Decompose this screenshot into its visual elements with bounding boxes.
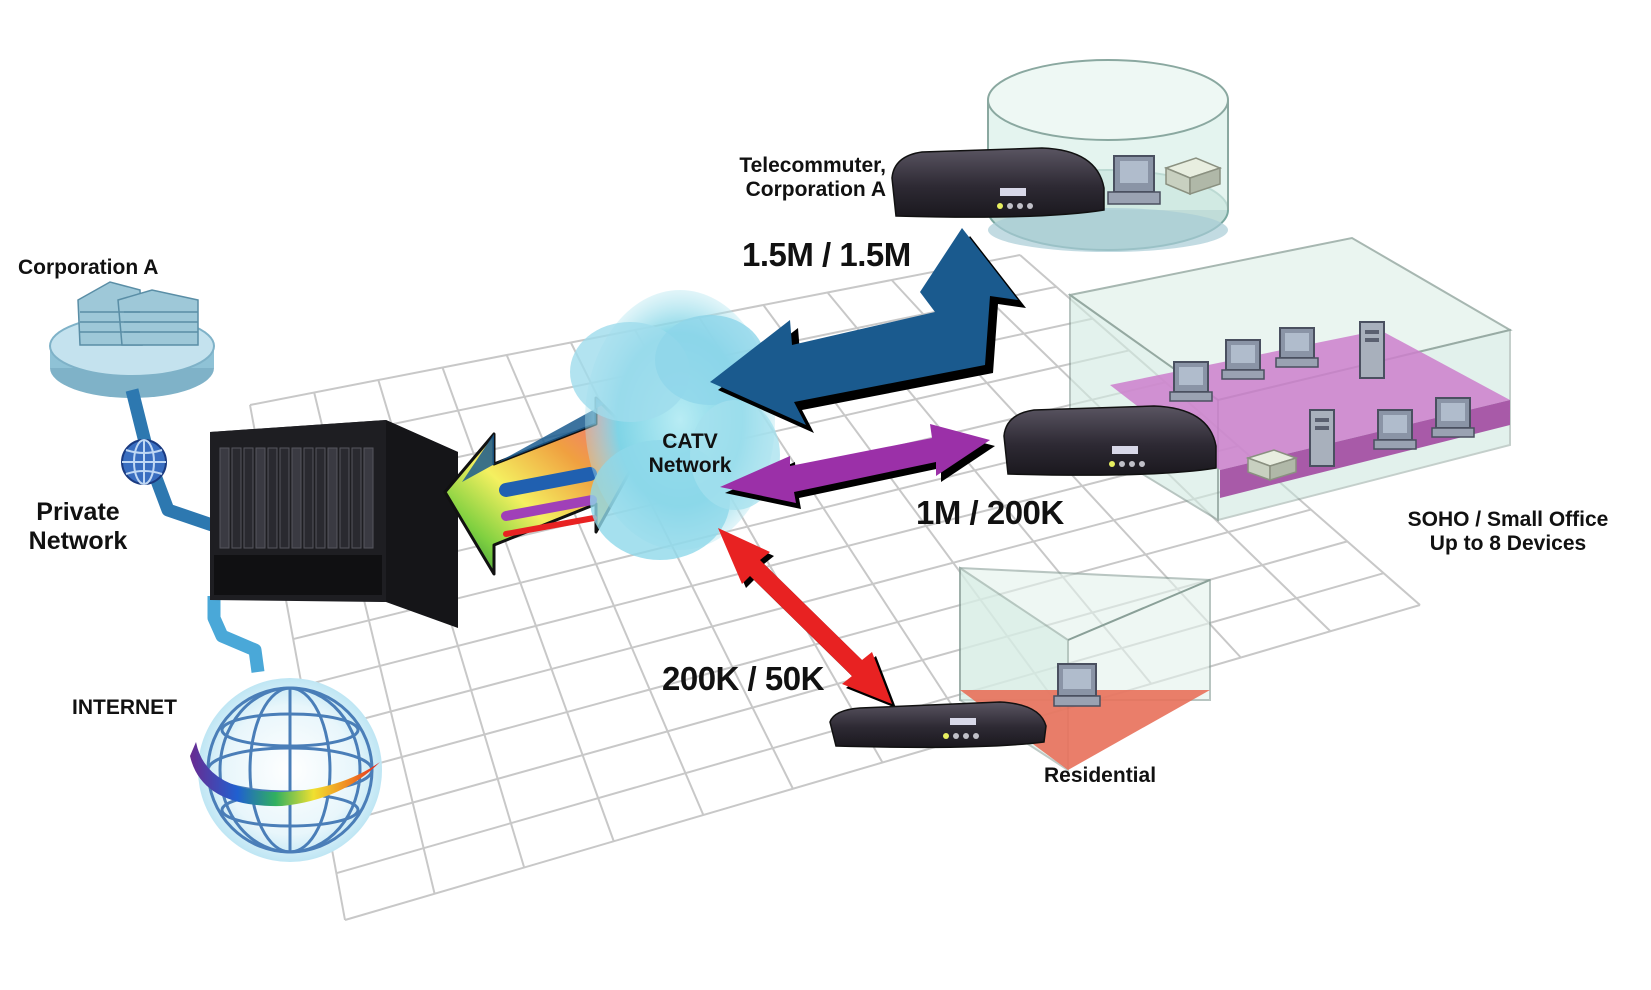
line-card-slot [219,447,230,549]
internet-globe-icon [190,678,382,862]
soho-label: SOHO / Small Office Up to 8 Devices [1378,508,1638,556]
catv-cloud-icon [570,290,780,560]
private-network-globe-icon [121,439,167,485]
soho-office-icon [1067,236,1513,522]
line-card-slot [255,447,266,549]
grid-line [505,354,705,816]
line-card-slot [315,447,326,549]
private-network-line1: Private [36,498,120,526]
telecommuter-line1: Telecommuter, [739,154,886,177]
grid-line [318,508,1312,781]
soho-tower-icon [1359,321,1385,379]
grid-line [301,444,1239,687]
telecommuter-rate-label: 1.5M / 1.5M [742,236,911,273]
line-card-slot [279,447,290,549]
catv-network-label: CATV Network [640,430,740,478]
private-network-line2: Network [28,526,128,555]
soho-line1: SOHO / Small Office [1407,508,1609,531]
catv-line1: CATV [662,430,718,453]
telecommuter-link-arrow [710,228,1026,433]
telecommuter-line2: Corporation A [745,178,886,202]
grid-line [344,604,1421,921]
line-card-slot [243,447,254,549]
private-network-link [125,388,265,673]
grid-line [441,367,615,842]
residential-rate-label: 200K / 50K [662,660,824,697]
soho-computer-icon [1275,327,1319,368]
line-card-slot [291,447,302,549]
residential-label: Residential [1044,764,1157,787]
soho-computer-icon [1373,409,1417,450]
soho-line2: Up to 8 Devices [1429,532,1587,556]
soho-tower-icon [1309,409,1335,467]
soho-devices [1169,321,1475,482]
soho-computer-icon [1431,397,1475,438]
line-card-slot [351,447,362,549]
residential-cable-modem-icon [829,701,1047,749]
soho-computer-icon [1169,361,1213,402]
telecommuter-label: Telecommuter, Corporation A [706,154,886,202]
corporation-label: Corporation A [18,256,159,279]
catv-line2: Network [648,454,732,478]
cmts-chassis-icon [210,420,458,628]
soho-cable-modem-icon [1003,405,1217,476]
line-card-slot [363,447,374,549]
residential-link-arrow [718,528,896,708]
soho-printer-icon [1245,449,1299,482]
telecommuter-printer-icon [1163,157,1223,196]
line-card-slot [231,447,242,549]
soho-rate-label: 1M / 200K [916,494,1064,531]
line-card-slot [267,447,278,549]
soho-link-arrow [720,424,995,509]
private-network-label: Private Network [22,498,134,556]
internet-label: INTERNET [72,696,177,719]
corporate-building-icon [49,281,215,398]
residential-computer-icon [1053,663,1101,707]
soho-computer-icon [1221,339,1265,380]
telecommuter-cable-modem-icon [891,147,1105,218]
telecommuter-computer-icon [1107,155,1161,205]
line-card-slot [303,447,314,549]
line-card-slot [327,447,338,549]
line-card-slot [339,447,350,549]
